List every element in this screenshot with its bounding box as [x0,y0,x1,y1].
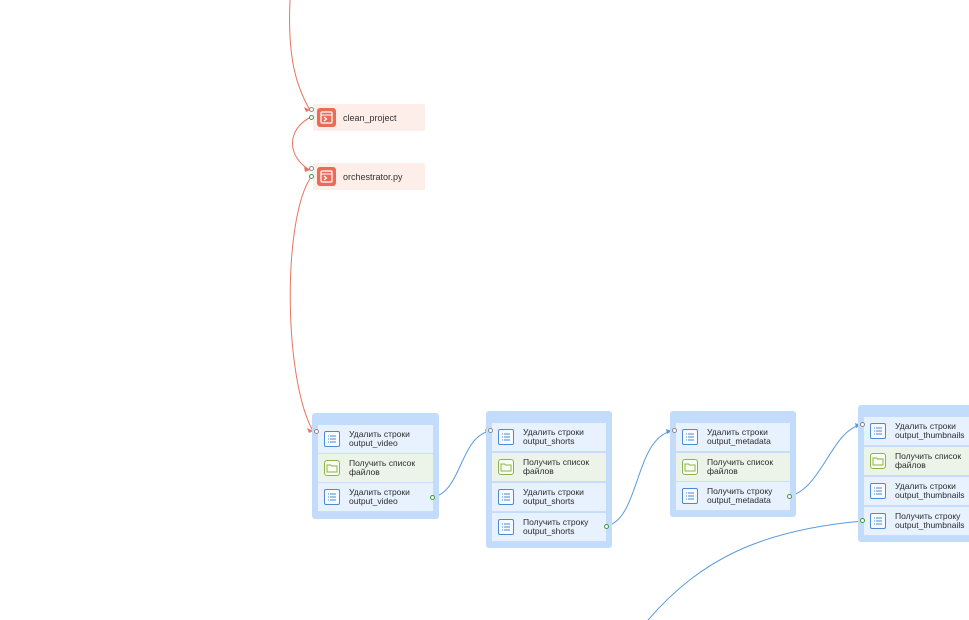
op-label: Получить строку output_metadata [707,485,773,505]
op-delete-rows-video[interactable]: Удалить строки output_video [318,483,433,512]
op-get-file-list[interactable]: Получить список файлов [318,454,433,483]
op-delete-rows-thumbnails[interactable]: Удалить строки output_thumbnails [864,417,969,446]
operation-group-thumbnails[interactable]: Удалить строки output_thumbnails Получит… [858,405,969,542]
task-label: orchestrator.py [343,171,403,182]
op-label: Получить список файлов [349,457,416,477]
wire-group1-to-group2 [432,430,492,498]
operation-group-shorts[interactable]: Удалить строки output_shorts Получить сп… [486,411,612,548]
task-node-clean-project[interactable]: clean_project [313,104,425,131]
arrow-head [304,107,310,112]
list-icon [498,519,514,535]
wire-orchestrator-to-group1 [289,176,314,432]
op-get-file-list[interactable]: Получить список файлов [676,453,790,482]
list-icon [324,431,340,447]
operation-group-video[interactable]: Удалить строки output_video Получить спи… [312,413,439,519]
op-label: Получить список файлов [523,456,590,476]
input-port[interactable] [314,429,319,434]
op-label: Удалить строки output_thumbnails [895,480,965,500]
task-label: clean_project [343,112,397,123]
op-get-file-list[interactable]: Получить список файлов [864,447,969,476]
arrow-head [304,167,310,172]
input-port[interactable] [488,428,493,433]
wire-group3-to-group4 [789,424,862,497]
op-delete-rows-shorts[interactable]: Удалить строки output_shorts [492,423,606,452]
folder-icon [498,459,514,475]
output-port[interactable] [430,495,435,500]
input-port[interactable] [309,166,314,171]
task-node-orchestrator[interactable]: orchestrator.py [313,163,425,190]
list-icon [870,513,886,529]
input-port[interactable] [860,422,865,427]
output-port[interactable] [787,494,792,499]
op-label: Получить список файлов [707,456,774,476]
list-icon [498,489,514,505]
input-port[interactable] [309,107,314,112]
folder-icon [682,459,698,475]
wire-group2-to-group3 [606,430,673,527]
list-icon [498,429,514,445]
output-port[interactable] [309,115,314,120]
list-icon [870,483,886,499]
wire-clean-to-orchestrator [292,116,312,171]
op-get-row-shorts[interactable]: Получить строку output_shorts [492,513,606,542]
folder-icon [324,460,340,476]
input-port[interactable] [860,518,865,523]
wire-incoming-clean-project [289,0,311,111]
op-delete-rows-metadata[interactable]: Удалить строки output_metadata [676,423,790,452]
list-icon [870,423,886,439]
list-icon [682,429,698,445]
op-label: Удалить строки output_thumbnails [895,420,965,440]
operation-group-metadata[interactable]: Удалить строки output_metadata Получить … [670,411,796,517]
op-get-row-thumbnails[interactable]: Получить строку output_thumbnails [864,507,969,536]
op-label: Удалить строки output_metadata [707,426,771,446]
op-delete-rows-video[interactable]: Удалить строки output_video [318,425,433,454]
op-label: Получить список файлов [895,450,962,470]
list-icon [682,488,698,504]
op-label: Получить строку output_thumbnails [895,510,965,530]
op-label: Удалить строки output_video [349,486,410,506]
op-delete-rows-thumbnails[interactable]: Удалить строки output_thumbnails [864,477,969,506]
arrow-head [307,428,313,433]
folder-icon [870,453,886,469]
op-label: Удалить строки output_shorts [523,426,584,446]
op-label: Удалить строки output_shorts [523,486,584,506]
wire-incoming-group4 [647,520,864,620]
op-label: Получить строку output_shorts [523,516,589,536]
output-port[interactable] [604,524,609,529]
terminal-icon [317,108,336,127]
input-port[interactable] [672,428,677,433]
op-get-row-metadata[interactable]: Получить строку output_metadata [676,482,790,511]
op-delete-rows-shorts[interactable]: Удалить строки output_shorts [492,483,606,512]
op-get-file-list[interactable]: Получить список файлов [492,453,606,482]
terminal-icon [317,167,336,186]
list-icon [324,489,340,505]
arrow-head [666,429,672,434]
output-port[interactable] [309,174,314,179]
op-label: Удалить строки output_video [349,428,410,448]
